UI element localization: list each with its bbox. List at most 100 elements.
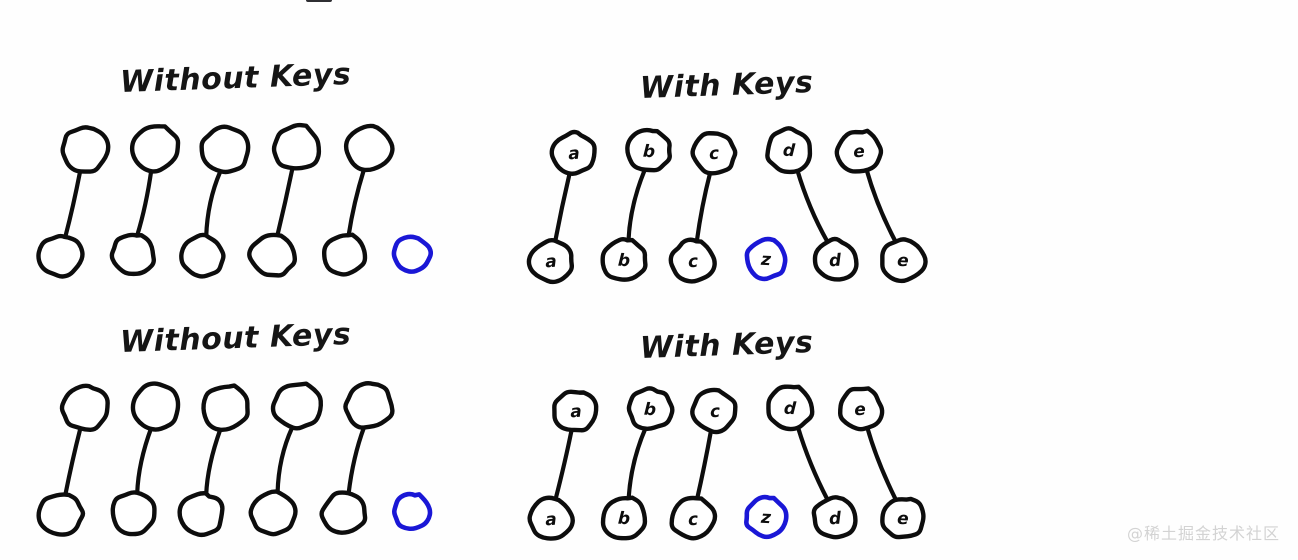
node-circle <box>199 124 251 175</box>
node-bottom-row <box>36 489 433 538</box>
connector-line <box>795 167 830 244</box>
node-circle <box>690 131 738 176</box>
node-top-4[interactable] <box>343 381 395 430</box>
node-circle <box>130 381 181 432</box>
connector-line <box>63 169 83 239</box>
node-circle <box>552 389 599 433</box>
connector-line <box>626 426 648 501</box>
connector-line <box>135 425 154 496</box>
node-circle <box>812 236 859 282</box>
node-bottom-z-highlighted[interactable]: z <box>744 236 788 282</box>
node-bottom-c[interactable]: c <box>669 495 718 541</box>
top-edge-artifact <box>306 0 332 2</box>
panel-title: Without Keys <box>120 57 352 100</box>
edge-group <box>63 425 367 497</box>
node-bottom-e[interactable]: e <box>880 496 926 540</box>
node-top-3[interactable] <box>271 122 322 171</box>
node-top-0[interactable] <box>59 383 110 433</box>
node-label: c <box>687 510 698 531</box>
node-top-a[interactable]: a <box>552 389 599 433</box>
node-circle <box>834 128 884 174</box>
node-label: a <box>545 510 558 531</box>
node-top-b[interactable]: b <box>626 386 675 431</box>
node-circle <box>110 490 157 537</box>
node-circle <box>880 496 926 540</box>
node-circle <box>343 381 395 430</box>
node-bottom-5-highlighted[interactable] <box>392 491 433 532</box>
node-circle <box>322 232 368 277</box>
node-bottom-1[interactable] <box>110 490 157 537</box>
node-circle <box>36 233 85 279</box>
node-circle <box>271 122 322 171</box>
node-label: a <box>545 252 558 273</box>
node-label: e <box>853 142 866 163</box>
node-bottom-0[interactable] <box>36 233 85 279</box>
node-top-2[interactable] <box>199 124 251 175</box>
node-top-4[interactable] <box>343 123 395 173</box>
node-circle <box>60 125 111 174</box>
connector-line <box>63 427 83 497</box>
node-bottom-a[interactable]: a <box>527 495 575 541</box>
node-bottom-1[interactable] <box>109 232 156 277</box>
node-bottom-0[interactable] <box>36 492 86 537</box>
node-bottom-a[interactable]: a <box>526 237 575 285</box>
node-bottom-3[interactable] <box>247 232 298 278</box>
node-circle <box>248 489 298 537</box>
node-top-2[interactable] <box>201 383 250 433</box>
node-top-e[interactable]: e <box>834 128 884 174</box>
node-top-1[interactable] <box>130 381 181 432</box>
node-circle <box>668 237 717 284</box>
node-circle <box>201 383 250 433</box>
node-label: d <box>828 509 842 530</box>
node-bottom-3[interactable] <box>248 489 298 537</box>
connector-line <box>626 168 647 243</box>
node-circle <box>880 237 928 284</box>
node-top-c[interactable]: c <box>690 131 738 176</box>
node-bottom-d[interactable]: d <box>812 236 859 282</box>
node-bottom-4[interactable] <box>322 232 368 277</box>
node-label: b <box>617 509 630 530</box>
connector-line <box>135 167 154 238</box>
connector-line <box>204 169 223 239</box>
node-top-d[interactable]: d <box>766 384 815 432</box>
node-bottom-b[interactable]: b <box>600 236 648 282</box>
node-bottom-5-highlighted[interactable] <box>391 234 434 274</box>
node-bottom-2[interactable] <box>179 232 226 279</box>
node-circle <box>549 129 597 176</box>
node-top-a[interactable]: a <box>549 129 597 176</box>
panel-title: Without Keys <box>120 317 352 360</box>
node-bottom-z-highlighted[interactable]: z <box>744 494 789 540</box>
node-top-e[interactable]: e <box>837 386 885 432</box>
node-top-1[interactable] <box>129 124 181 174</box>
connector-line <box>694 428 714 502</box>
node-label: c <box>708 144 719 165</box>
node-circle <box>625 127 672 173</box>
node-bottom-d[interactable]: d <box>811 495 858 540</box>
node-top-c[interactable]: c <box>690 387 738 435</box>
node-top-3[interactable] <box>270 381 324 431</box>
node-bottom-e[interactable]: e <box>880 237 928 284</box>
edge-group <box>553 425 898 502</box>
node-label: d <box>828 251 842 272</box>
node-bottom-2[interactable] <box>177 491 225 538</box>
node-bottom-c[interactable]: c <box>668 237 717 284</box>
node-circle <box>766 384 815 432</box>
node-circle <box>765 126 813 175</box>
node-top-0[interactable] <box>60 125 111 174</box>
node-circle-highlighted <box>391 234 434 274</box>
node-top-b[interactable]: b <box>625 127 672 173</box>
node-circle <box>600 495 648 541</box>
connector-line <box>694 170 713 244</box>
node-top-d[interactable]: d <box>765 126 813 175</box>
node-circle <box>177 491 225 538</box>
node-circle <box>526 237 575 285</box>
node-bottom-b[interactable]: b <box>600 495 648 541</box>
connector-line <box>204 427 223 497</box>
node-circle <box>690 387 738 435</box>
node-bottom-4[interactable] <box>319 490 368 535</box>
node-circle <box>837 386 885 432</box>
